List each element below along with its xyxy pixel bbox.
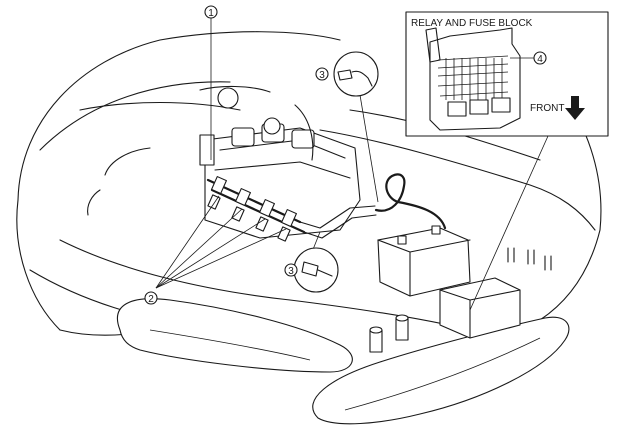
relay-box-title: RELAY AND FUSE BLOCK xyxy=(411,18,533,29)
svg-text:3: 3 xyxy=(319,70,325,81)
relay-block-in-bay xyxy=(439,277,521,339)
svg-text:4: 4 xyxy=(537,54,543,65)
engine-block xyxy=(199,85,361,239)
left-headlamp xyxy=(116,298,353,373)
engine-bay-posts xyxy=(369,247,552,353)
callout-1: 1 xyxy=(204,5,218,160)
battery xyxy=(377,225,471,297)
callout-2: 2 xyxy=(144,195,287,305)
connector-detail-lower: 3 xyxy=(284,231,339,293)
svg-text:3: 3 xyxy=(288,266,294,277)
right-headlamp xyxy=(312,316,570,425)
relay-fuse-inset: RELAY AND FUSE BLOCK 4 FRONT xyxy=(405,11,609,137)
svg-text:1: 1 xyxy=(208,8,214,19)
front-label: FRONT xyxy=(530,103,564,114)
front-arrow-icon xyxy=(565,96,585,120)
connector-detail-upper: 3 xyxy=(315,51,379,203)
fuel-hose xyxy=(374,173,447,230)
injectors xyxy=(207,176,297,242)
fuse-grid xyxy=(437,55,511,117)
svg-text:2: 2 xyxy=(148,294,154,305)
inset-leader-line xyxy=(469,135,549,311)
callout-circle-icon xyxy=(204,5,218,19)
